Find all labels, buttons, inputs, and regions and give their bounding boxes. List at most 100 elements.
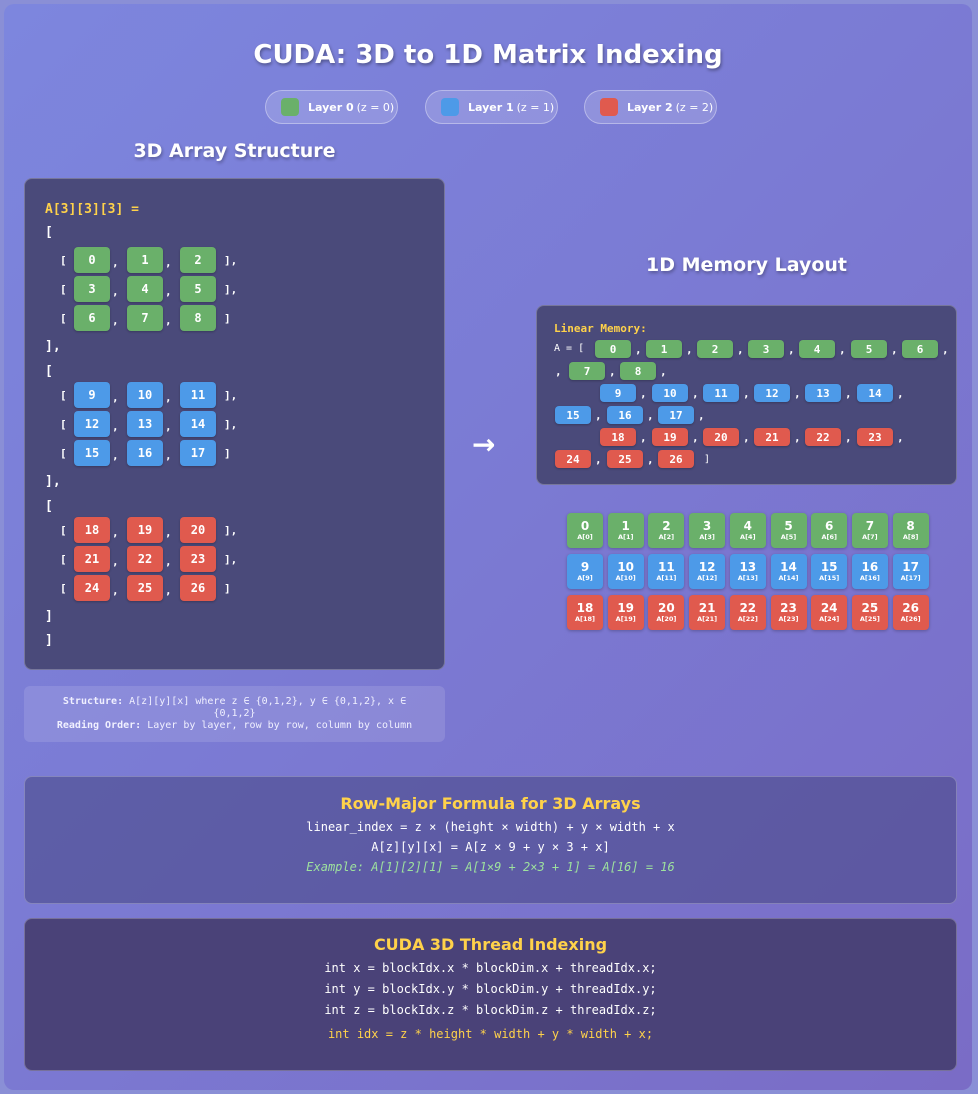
comma-separator: , (112, 584, 119, 597)
structure-note: Structure: A[z][y][x] where z ∈ {0,1,2},… (24, 686, 445, 742)
memory-cell: 6 (902, 340, 938, 358)
grid-cell-value: 19 (617, 600, 635, 615)
comma-separator: , (698, 409, 705, 422)
memory-suffix: ] (704, 454, 711, 465)
comma-separator: , (165, 391, 172, 404)
comma-separator: , (788, 343, 795, 356)
row-close-bracket: ], (224, 254, 238, 267)
grid-cell-value: 26 (902, 600, 919, 615)
memory-cell: 5 (851, 340, 887, 358)
outer-close-bracket: ] (45, 633, 53, 648)
row-open-bracket: [ (60, 582, 67, 595)
comma-separator: , (942, 343, 949, 356)
grid-cell-label: A[19] (615, 614, 636, 623)
memory-cell: 25 (607, 450, 643, 468)
grid-cell-label: A[5] (780, 532, 797, 541)
cuda-index-line: int idx = z * height * width + y * width… (327, 1027, 654, 1041)
row-major-formula-box: Row-Major Formula for 3D Arrays linear_i… (24, 776, 957, 904)
memory-cell: 22 (805, 428, 841, 446)
grid-cell-value: 10 (617, 559, 635, 574)
grid-cell-value: 3 (702, 518, 712, 533)
grid-cell-value: 23 (780, 600, 797, 615)
legend-layer-0: Layer 0 (z = 0) (265, 90, 398, 124)
grid-cell-value: 6 (825, 518, 834, 533)
grid-cell-value: 2 (662, 518, 671, 533)
array-cell: 8 (180, 305, 216, 331)
comma-separator: , (165, 314, 172, 327)
array-section-title: 3D Array Structure (133, 140, 336, 162)
grid-cell-value: 12 (698, 559, 716, 574)
array-cell: 10 (127, 382, 163, 408)
grid-cell-value: 17 (902, 559, 919, 574)
grid-cell-label: A[7] (862, 532, 878, 541)
comma-separator: , (660, 365, 667, 378)
row-open-bracket: [ (60, 447, 67, 460)
comma-separator: , (686, 343, 693, 356)
comma-separator: , (165, 285, 172, 298)
layer-open-bracket: [ (45, 364, 53, 379)
memory-section-title: 1D Memory Layout (645, 254, 847, 276)
array-cell: 16 (127, 440, 163, 466)
memory-prefix: A = [ (554, 343, 585, 354)
comma-separator: , (794, 431, 801, 444)
array-cell: 3 (74, 276, 110, 302)
memory-cell: 19 (652, 428, 688, 446)
memory-cell: 0 (595, 340, 631, 358)
grid-cell-label: A[0] (577, 532, 593, 541)
layer-open-bracket: [ (45, 499, 53, 514)
grid-cell-label: A[18] (574, 614, 596, 623)
formula-line: A[z][y][x] = A[z × 9 + y × 3 + x] (371, 840, 610, 854)
grid-cell-label: A[17] (900, 573, 921, 582)
row-close-bracket: ], (224, 283, 238, 296)
array-cell: 13 (127, 411, 163, 437)
array-declaration: A[3][3][3] = (45, 202, 139, 217)
grid-cell-value: 18 (576, 600, 594, 615)
memory-cell: 23 (857, 428, 893, 446)
comma-separator: , (897, 431, 904, 444)
comma-separator: , (839, 343, 846, 356)
array-cell: 15 (74, 440, 110, 466)
grid-cell-value: 24 (820, 600, 838, 615)
comma-separator: , (555, 365, 562, 378)
row-open-bracket: [ (60, 254, 67, 267)
array-cell: 14 (180, 411, 216, 437)
array-cell: 6 (74, 305, 110, 331)
comma-separator: , (165, 526, 172, 539)
reading-order-label: Reading Order: (56, 720, 142, 731)
comma-separator: , (845, 387, 852, 400)
layer-close-bracket: ] (45, 609, 53, 624)
array-cell: 24 (74, 575, 110, 601)
array-cell: 25 (127, 575, 163, 601)
legend-layer-1: Layer 1 (z = 1) (425, 90, 558, 124)
legend-swatch-icon (600, 98, 618, 116)
array-cell: 23 (180, 546, 216, 572)
array-cell: 9 (74, 382, 110, 408)
row-close-bracket: ], (224, 418, 238, 431)
array-cell: 22 (127, 546, 163, 572)
row-close-bracket: ], (224, 524, 238, 537)
comma-separator: , (165, 420, 172, 433)
grid-cell-label: A[11] (656, 573, 677, 582)
comma-separator: , (845, 431, 852, 444)
grid-cell-value: 22 (739, 600, 757, 615)
legend-swatch-icon (441, 98, 459, 116)
memory-cell: 14 (857, 384, 893, 402)
comma-separator: , (743, 387, 750, 400)
array-cell: 7 (127, 305, 163, 331)
grid-cell-label: A[22] (737, 614, 758, 623)
row-open-bracket: [ (60, 389, 67, 402)
grid-cell-value: 5 (784, 518, 793, 533)
row-open-bracket: [ (60, 312, 67, 325)
grid-cell-value: 16 (861, 559, 879, 574)
